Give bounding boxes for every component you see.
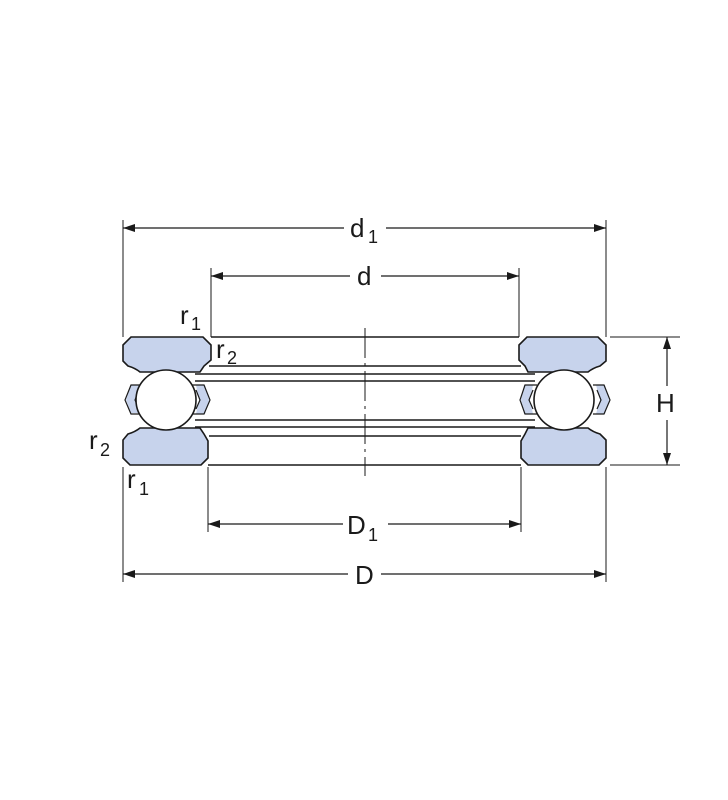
housing-washer-left-section <box>122 427 209 466</box>
shaft-washer-lines <box>195 336 535 382</box>
cage-right <box>519 384 611 415</box>
label-d1-sub: 1 <box>368 227 378 247</box>
label-r2-left: r 2 <box>89 425 110 460</box>
ball-left <box>135 369 197 431</box>
svg-text:r: r <box>216 334 225 364</box>
svg-text:r: r <box>89 425 98 455</box>
label-D: D <box>355 560 374 590</box>
label-r1-bottom: r 1 <box>127 464 149 499</box>
housing-washer-right-section <box>520 427 607 466</box>
svg-text:1: 1 <box>139 479 149 499</box>
shaft-washer-right-section <box>518 336 607 373</box>
svg-text:1: 1 <box>368 525 378 545</box>
ball-right <box>533 369 595 431</box>
label-d: d <box>357 261 371 291</box>
label-D1: D 1 <box>347 510 378 545</box>
label-r1-top: r 1 <box>180 300 201 334</box>
label-H: H <box>656 388 675 418</box>
svg-text:1: 1 <box>191 314 201 334</box>
svg-text:r: r <box>180 300 189 330</box>
housing-washer-lines <box>195 419 535 466</box>
dimension-lines <box>123 224 671 578</box>
svg-text:r: r <box>127 464 136 494</box>
label-d1-main: d <box>350 213 364 243</box>
label-d1: d 1 <box>350 213 378 247</box>
svg-text:2: 2 <box>100 440 110 460</box>
shaft-washer-left-section <box>122 336 212 373</box>
svg-text:D: D <box>347 510 366 540</box>
label-r2-top: r 2 <box>216 334 237 368</box>
svg-text:2: 2 <box>227 348 237 368</box>
